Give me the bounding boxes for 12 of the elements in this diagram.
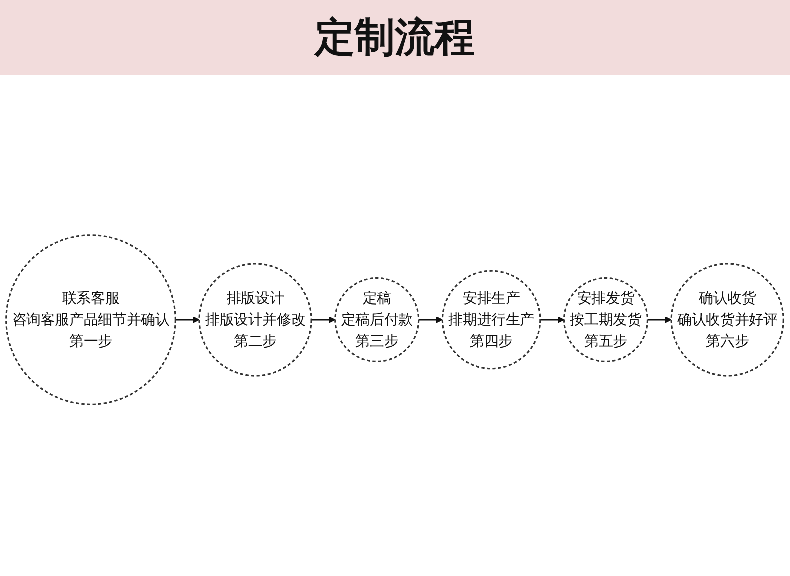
node-circle: 安排发货 按工期发货 第五步 <box>564 277 649 363</box>
arrow <box>418 316 443 324</box>
arrow <box>648 316 672 324</box>
title-banner: 定制流程 <box>0 0 790 75</box>
arrow <box>176 316 200 324</box>
node-circle: 排版设计 排版设计并修改 第二步 <box>198 263 312 377</box>
node-circle: 确认收货 确认收货并好评 第六步 <box>670 263 784 377</box>
node-circle: 安排生产 排期进行生产 第四步 <box>442 270 542 370</box>
arrow <box>312 316 336 324</box>
arrow <box>540 316 565 324</box>
node-circle: 定稿 定稿后付款 第三步 <box>334 277 420 363</box>
node-circle: 联系客服 咨询客服产品细节并确认 第一步 <box>6 234 176 406</box>
